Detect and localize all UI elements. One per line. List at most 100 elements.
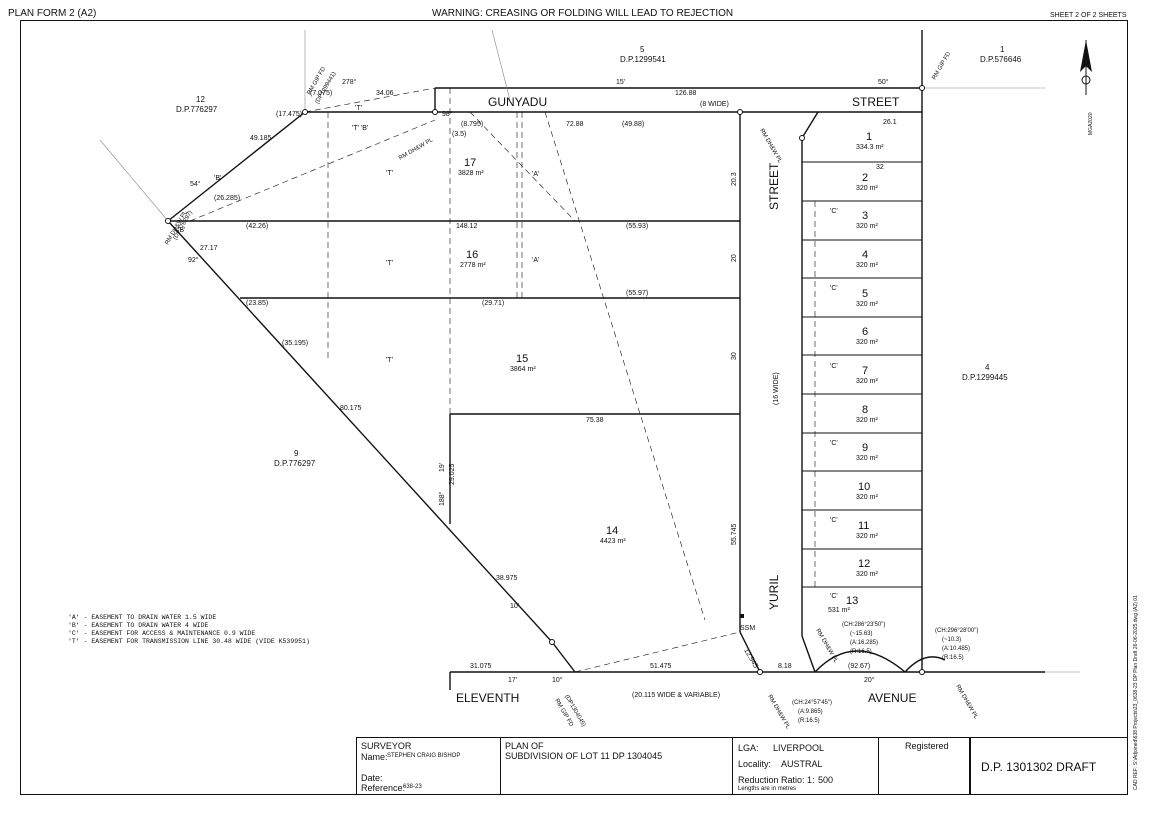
- svg-text:RM DH&W PL: RM DH&W PL: [766, 694, 791, 731]
- dimension-labels: 278° 34.06 (7.075) 15' 126.88 50° 98° (8…: [188, 78, 897, 684]
- lga-label: LGA:: [738, 743, 759, 753]
- lga-value: LIVERPOOL: [773, 743, 825, 753]
- svg-text:11: 11: [858, 520, 869, 532]
- svg-text:'T': 'T': [386, 357, 393, 364]
- svg-text:'C': 'C': [830, 285, 838, 292]
- street-width-yuril: (16 WIDE): [773, 372, 780, 405]
- sheet-number: SHEET 2 OF 2 SHEETS: [1050, 12, 1127, 19]
- locality-label: Locality:: [738, 759, 772, 769]
- svg-text:126.88: 126.88: [675, 90, 697, 97]
- north-label: MGA2020: [1088, 112, 1094, 135]
- title-block: SURVEYOR Name: STEPHEN CRAIG BISHOP Date…: [356, 737, 1128, 795]
- north-arrow-icon: MGA2020: [1080, 40, 1094, 135]
- adj-dp-4: D.P.1299445: [962, 373, 1008, 382]
- svg-text:2: 2: [862, 172, 868, 184]
- svg-text:320 m²: 320 m²: [856, 533, 878, 540]
- svg-text:'C': 'C': [830, 517, 838, 524]
- adj-dp-9: D.P.776297: [274, 459, 316, 468]
- svg-text:'C': 'C': [830, 363, 838, 370]
- svg-text:72.88: 72.88: [566, 121, 584, 128]
- svg-text:(17.475): (17.475): [276, 111, 302, 118]
- svg-text:20: 20: [731, 254, 738, 262]
- svg-text:8.18: 8.18: [778, 663, 792, 670]
- svg-text:49.185: 49.185: [250, 135, 272, 142]
- street-width-avenue: (20.115 WIDE & VARIABLE): [632, 692, 720, 699]
- svg-text:(A:16.285): (A:16.285): [850, 640, 878, 646]
- street-avenue: AVENUE: [868, 691, 916, 705]
- svg-text:15': 15': [616, 79, 625, 86]
- svg-text:10°: 10°: [552, 676, 563, 684]
- svg-text:'A': 'A': [532, 257, 539, 264]
- svg-text:51.475: 51.475: [650, 663, 672, 670]
- svg-text:17': 17': [508, 677, 517, 684]
- svg-text:(8.795): (8.795): [461, 121, 483, 128]
- svg-text:(R:16.5): (R:16.5): [850, 649, 872, 655]
- svg-text:531 m²: 531 m²: [828, 607, 850, 614]
- svg-text:6: 6: [862, 326, 868, 338]
- ratio-value: 500: [818, 775, 834, 785]
- svg-text:320 m²: 320 m²: [856, 262, 878, 269]
- svg-text:320 m²: 320 m²: [856, 378, 878, 385]
- svg-text:188°: 188°: [438, 491, 446, 506]
- svg-text:8: 8: [862, 404, 868, 416]
- svg-text:'T' 'B': 'T' 'B': [352, 125, 368, 132]
- surveyor-cell: SURVEYOR Name: STEPHEN CRAIG BISHOP Date…: [357, 738, 501, 795]
- svg-text:278°: 278°: [342, 78, 357, 86]
- plan-form-label: PLAN FORM 2 (A2): [8, 8, 97, 19]
- svg-text:(29.71): (29.71): [482, 300, 504, 307]
- svg-text:320 m²: 320 m²: [856, 417, 878, 424]
- reference-label: Reference:: [361, 783, 406, 793]
- name-label: Name:: [361, 752, 388, 762]
- svg-text:(CH:296°28'00"): (CH:296°28'00"): [935, 628, 978, 634]
- small-lot-lines: [802, 161, 922, 588]
- adj-lot-5: 5: [640, 45, 645, 54]
- svg-text:RM DH&W PL: RM DH&W PL: [954, 684, 979, 721]
- surveyor-name: STEPHEN CRAIG BISHOP: [387, 753, 461, 759]
- svg-text:'C': 'C': [830, 440, 838, 447]
- lengths-note: Lengths are in metres: [738, 786, 797, 792]
- legend-b: 'B' - EASEMENT TO DRAIN WATER 4 WIDE: [68, 622, 209, 629]
- adj-lot-9: 9: [294, 449, 299, 458]
- svg-text:320 m²: 320 m²: [856, 339, 878, 346]
- reference-value: 638-23: [403, 784, 422, 790]
- cad-reference: CAD REF: S:\Adjoined\638 Projects\23_063…: [1133, 595, 1139, 790]
- svg-text:RM DH&W PL: RM DH&W PL: [758, 128, 783, 165]
- svg-text:(42.26): (42.26): [246, 223, 268, 230]
- svg-text:(26.285): (26.285): [214, 195, 240, 202]
- svg-text:(~15.63): (~15.63): [850, 631, 873, 637]
- legend-c: 'C' - EASEMENT FOR ACCESS & MAINTENANCE …: [68, 630, 256, 637]
- plan-heading: PLAN OF: [505, 741, 544, 751]
- svg-text:4: 4: [862, 249, 868, 261]
- svg-text:12: 12: [858, 558, 870, 570]
- svg-text:26.1: 26.1: [883, 119, 897, 126]
- svg-text:12.945: 12.945: [742, 648, 759, 670]
- svg-text:'B': 'B': [178, 227, 185, 234]
- registered-cell: Registered D.P. 1301302 DRAFT: [879, 738, 1129, 795]
- date-label: Date:: [361, 773, 383, 783]
- svg-text:27.17: 27.17: [200, 245, 218, 252]
- lot-15-area: 3864 m²: [510, 366, 536, 373]
- svg-text:(A:10.485): (A:10.485): [942, 646, 970, 652]
- svg-text:(55.93): (55.93): [626, 223, 648, 230]
- lot-17-area: 3828 m²: [458, 170, 484, 177]
- easement-marks: 'T' 'T' 'B' 'T' 'T' 'T' 'A' 'A' 'B' 'B' …: [178, 105, 838, 632]
- svg-text:320 m²: 320 m²: [856, 494, 878, 501]
- svg-text:92°: 92°: [188, 256, 199, 264]
- street-label-2: STREET: [767, 162, 781, 210]
- lot-15-num: 15: [516, 353, 528, 365]
- ratio-label: Reduction Ratio: 1:: [738, 775, 815, 785]
- svg-text:80.175: 80.175: [340, 405, 362, 412]
- svg-text:(~10.3): (~10.3): [942, 637, 961, 643]
- svg-text:148.12: 148.12: [456, 223, 478, 230]
- lot-16-num: 16: [466, 249, 478, 261]
- adj-dp-5: D.P.1299541: [620, 55, 666, 64]
- dp-number: D.P. 1301302 DRAFT: [981, 760, 1097, 774]
- svg-text:34.06: 34.06: [376, 90, 394, 97]
- lot-14-area: 4423 m²: [600, 538, 626, 545]
- street-yuril: YURIL: [767, 574, 781, 610]
- svg-text:(55.97): (55.97): [626, 290, 648, 297]
- svg-text:320 m²: 320 m²: [856, 185, 878, 192]
- svg-text:54°: 54°: [190, 180, 201, 188]
- svg-text:1: 1: [866, 131, 872, 143]
- lga-cell: LGA: LIVERPOOL Locality: AUSTRAL Reducti…: [733, 738, 879, 795]
